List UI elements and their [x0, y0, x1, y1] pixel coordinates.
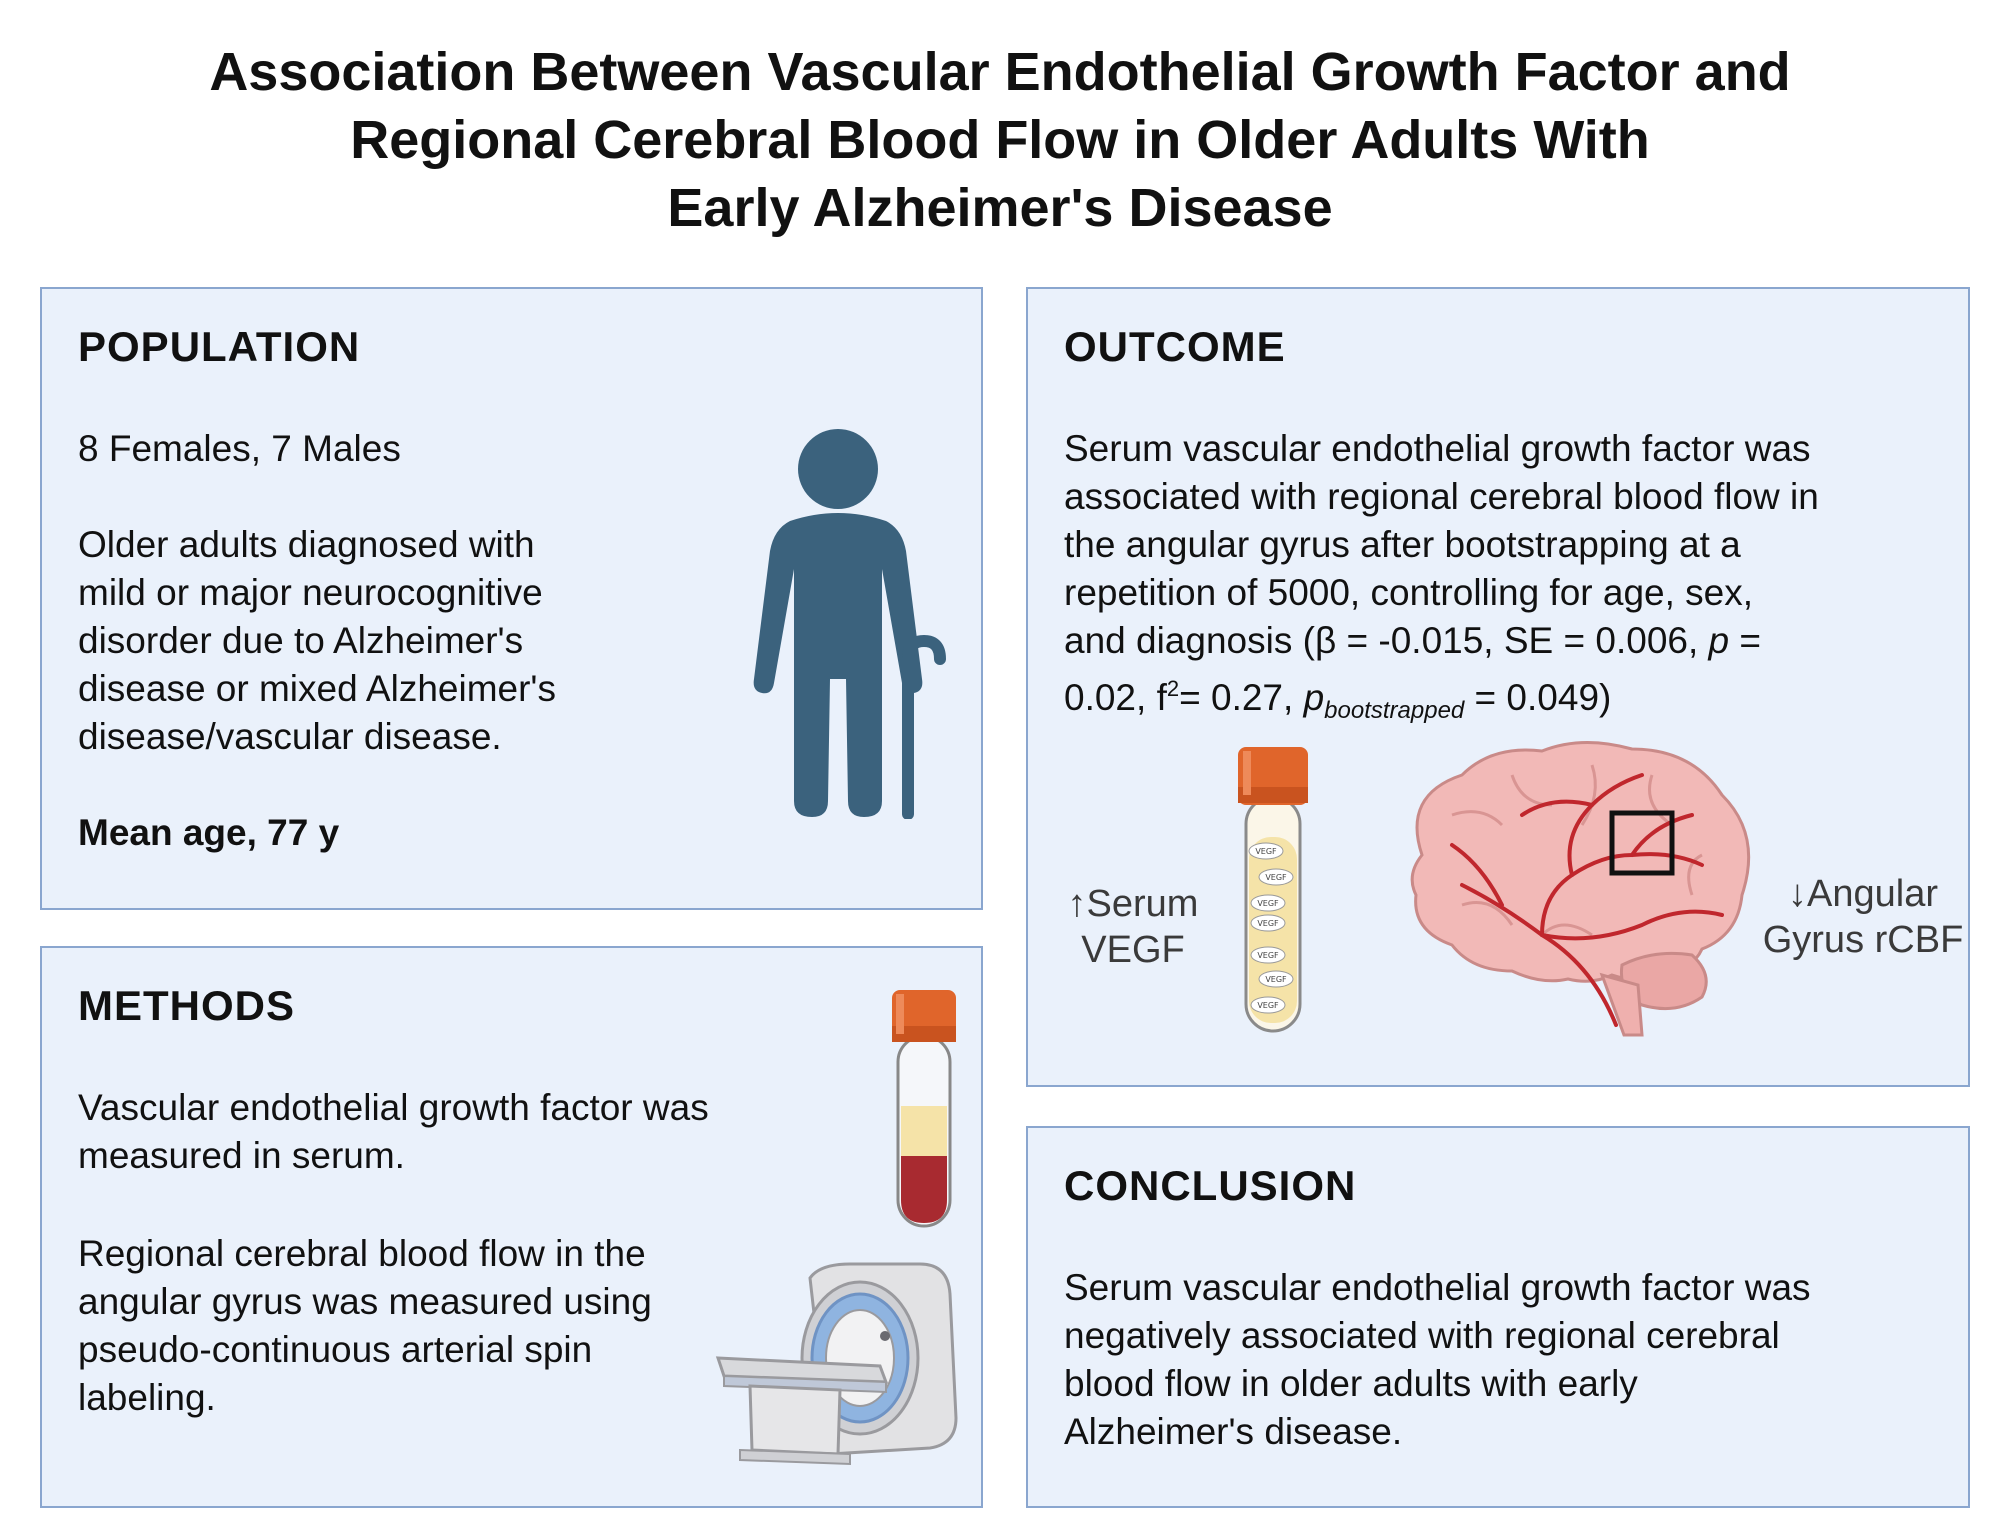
population-panel: POPULATION 8 Females, 7 Males Older adul…	[40, 287, 983, 910]
tube-label-2: VEGF	[1265, 873, 1287, 882]
methods-para2-line-2: angular gyrus was measured using	[78, 1281, 652, 1322]
outcome-line-4: repetition of 5000, controlling for age,…	[1064, 572, 1754, 613]
tube-label-1: VEGF	[1255, 847, 1277, 856]
population-line-4: disease or mixed Alzheimer's	[78, 668, 556, 709]
brain-icon	[1410, 741, 1751, 1037]
mean-age-text: Mean age, 77 y	[78, 812, 340, 853]
methods-para-2: Regional cerebral blood flow in the angu…	[78, 1230, 652, 1422]
blood-tube-icon	[892, 990, 956, 1228]
population-line-5: disease/vascular disease.	[78, 716, 502, 757]
gyrus-label-line-1: ↓Angular	[1788, 873, 1938, 915]
methods-para2-line-1: Regional cerebral blood flow in the	[78, 1233, 646, 1274]
conclusion-line-1: Serum vascular endothelial growth factor…	[1064, 1267, 1811, 1308]
outcome-line-2: associated with regional cerebral blood …	[1064, 476, 1819, 517]
methods-para2-line-4: labeling.	[78, 1377, 216, 1418]
outcome-panel: OUTCOME Serum vascular endothelial growt…	[1026, 287, 1970, 1087]
title-line-1: Association Between Vascular Endothelial…	[209, 42, 1791, 102]
outcome-f-superscript: 2	[1166, 676, 1180, 701]
tube-label-4: VEGF	[1257, 919, 1279, 928]
tube-label-5: VEGF	[1257, 951, 1279, 960]
tube-label-6: VEGF	[1265, 975, 1287, 984]
mri-scanner-icon	[715, 1262, 958, 1466]
population-counts-text: 8 Females, 7 Males	[78, 428, 401, 469]
tube-label-7: VEGF	[1257, 1001, 1279, 1010]
gyrus-label-line-2: Gyrus rCBF	[1762, 919, 1964, 961]
outcome-line-1: Serum vascular endothelial growth factor…	[1064, 428, 1811, 469]
title-line-3: Early Alzheimer's Disease	[667, 178, 1333, 238]
outcome-line-5-a: and diagnosis (β = -0.015, SE = 0.006,	[1064, 620, 1709, 661]
serum-label-line-2: VEGF	[1081, 929, 1185, 971]
conclusion-line-2: negatively associated with regional cere…	[1064, 1315, 1780, 1356]
population-description: Older adults diagnosed with mild or majo…	[78, 521, 556, 761]
outcome-line-6-b: = 0.27,	[1179, 677, 1304, 718]
outcome-line-6-c: = 0.049)	[1464, 677, 1612, 718]
methods-heading: METHODS	[78, 982, 295, 1029]
outcome-line-3: the angular gyrus after bootstrapping at…	[1064, 524, 1741, 565]
outcome-p-symbol: p	[1708, 620, 1730, 661]
serum-vegf-label: ↑Serum VEGF	[1058, 881, 1208, 973]
methods-panel: METHODS Vascular endothelial growth fact…	[40, 946, 983, 1508]
outcome-heading: OUTCOME	[1064, 323, 1286, 370]
page-title: Association Between Vascular Endothelial…	[60, 38, 1940, 242]
methods-para1-line-1: Vascular endothelial growth factor was	[78, 1087, 709, 1128]
title-line-2: Regional Cerebral Blood Flow in Older Ad…	[350, 110, 1650, 170]
conclusion-heading: CONCLUSION	[1064, 1162, 1357, 1209]
serum-label-line-1: ↑Serum	[1067, 883, 1199, 925]
conclusion-line-4: Alzheimer's disease.	[1064, 1411, 1403, 1452]
conclusion-text: Serum vascular endothelial growth factor…	[1064, 1264, 1811, 1456]
conclusion-line-3: blood flow in older adults with early	[1064, 1363, 1638, 1404]
vegf-tube-icon: VEGF VEGF VEGF VEGF VEGF VEGF VEGF	[1238, 747, 1308, 1033]
tube-label-3: VEGF	[1257, 899, 1279, 908]
methods-para-1: Vascular endothelial growth factor was m…	[78, 1084, 709, 1180]
outcome-line-6: 0.02, f2= 0.27, pbootstrapped = 0.049)	[1064, 665, 1819, 735]
methods-para1-line-2: measured in serum.	[78, 1135, 405, 1176]
population-line-3: disorder due to Alzheimer's	[78, 620, 524, 661]
outcome-text: Serum vascular endothelial growth factor…	[1064, 425, 1819, 735]
methods-para2-line-3: pseudo-continuous arterial spin	[78, 1329, 593, 1370]
elderly-person-with-cane-icon	[753, 429, 946, 819]
outcome-bootstrapped-subscript: bootstrapped	[1324, 697, 1465, 724]
population-mean-age: Mean age, 77 y	[78, 809, 339, 857]
conclusion-panel: CONCLUSION Serum vascular endothelial gr…	[1026, 1126, 1970, 1508]
outcome-line-5-b: =	[1729, 620, 1762, 661]
population-line-2: mild or major neurocognitive	[78, 572, 543, 613]
outcome-line-6-a: 0.02, f	[1064, 677, 1167, 718]
angular-gyrus-label: ↓Angular Gyrus rCBF	[1758, 871, 1968, 963]
population-heading: POPULATION	[78, 323, 361, 370]
outcome-line-5: and diagnosis (β = -0.015, SE = 0.006, p…	[1064, 617, 1819, 665]
outcome-p-bootstrapped-symbol: p	[1303, 677, 1325, 718]
population-counts: 8 Females, 7 Males	[78, 425, 401, 473]
population-line-1: Older adults diagnosed with	[78, 524, 535, 565]
